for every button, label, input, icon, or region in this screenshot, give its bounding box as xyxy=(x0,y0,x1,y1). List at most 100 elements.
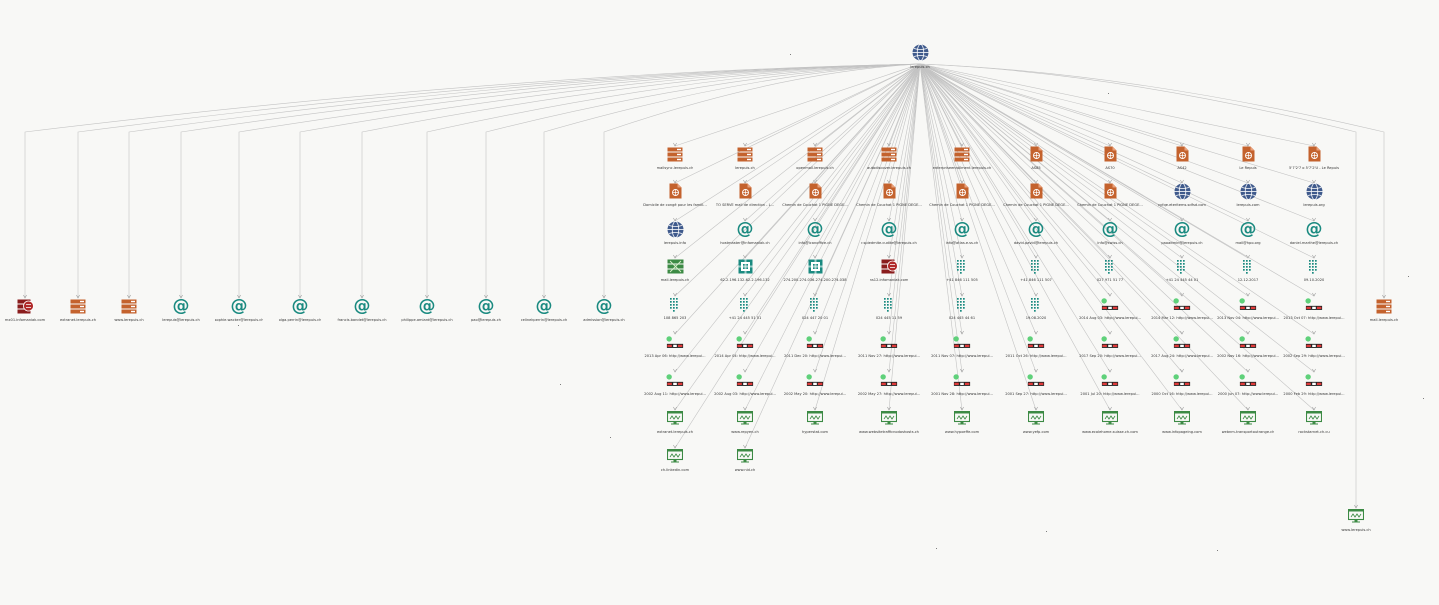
graph-node[interactable]: 2013 Apr 06: http://www.lerepui... xyxy=(641,333,709,358)
graph-node[interactable]: 12.12.2017 xyxy=(1214,257,1282,282)
graph-node[interactable]: @info@swiss.ch xyxy=(1076,220,1144,245)
graph-node[interactable]: @info@atlas.e.ss.ch xyxy=(928,220,996,245)
graph-node[interactable]: mx01.infomaniak.com xyxy=(0,297,59,322)
graph-node[interactable]: 2001 Jul 20: http://www.lerepui... xyxy=(1076,371,1144,396)
graph-node[interactable]: cyfqe.eteritems.sdfsd.com xyxy=(1148,182,1216,207)
graph-node[interactable]: +41 24 445 44 01 xyxy=(1148,257,1216,282)
graph-node[interactable]: 2000 Jun 07: http://www.lerepui... xyxy=(1214,371,1282,396)
graph-node[interactable]: 2000 Oct 16: http://www.lerepui... xyxy=(1148,371,1216,396)
graph-node[interactable]: mail.lerepuis.ch xyxy=(641,257,709,282)
graph-node[interactable]: 2011 Dec 20: http://www.lerepui... xyxy=(781,333,849,358)
graph-node[interactable]: 2014 Aug 03: http://www.lerepui... xyxy=(1076,295,1144,320)
graph-node[interactable]: @paoadmin@lerepuis.ch xyxy=(1148,220,1216,245)
graph-node[interactable]: 108 865 203 xyxy=(641,295,709,320)
archive-icon xyxy=(1101,295,1119,313)
graph-node[interactable]: openmail.lerepuis.ch xyxy=(781,145,849,170)
graph-node[interactable]: www.lerepuis.ch xyxy=(95,297,163,322)
graph-node[interactable]: 2002 Nov 16: http://www.lerepui... xyxy=(1214,333,1282,358)
graph-node[interactable]: @admission@lerepuis.ch xyxy=(570,297,638,322)
graph-node[interactable]: Domicile de congé pour les famill... xyxy=(641,182,709,207)
graph-node[interactable]: www.infopageing.com xyxy=(1148,409,1216,434)
graph-node[interactable]: 09.10.2020 xyxy=(1280,257,1348,282)
graph-node[interactable]: lerepuis.com xyxy=(1214,182,1282,207)
graph-node[interactable]: lerepuis.ch xyxy=(711,145,779,170)
graph-node[interactable]: 2011 Nov 07: http://www.lerepui... xyxy=(928,333,996,358)
graph-node[interactable]: @celinekperrin@lerepuis.ch xyxy=(510,297,578,322)
graph-node[interactable]: @hostmaster@infomaniak.ch xyxy=(711,220,779,245)
graph-node[interactable]: Chemin de Couchat 1 PIGNE DEGE... xyxy=(781,182,849,207)
graph-node[interactable]: www.ecolehome.suisse.ch.com xyxy=(1076,409,1144,434)
graph-node[interactable]: @david.pavid@lerepuis.ch xyxy=(1002,220,1070,245)
graph-node[interactable]: extranet.lerepuis.ch xyxy=(44,297,112,322)
graph-node[interactable]: @daniel.marthe@lerepuis.ch xyxy=(1280,220,1348,245)
graph-node[interactable]: ch.linkedin.com xyxy=(641,447,709,472)
graph-node[interactable]: rockstarnet.ch.cu xyxy=(1280,409,1348,434)
graph-node[interactable]: www.yefp.com xyxy=(1002,409,1070,434)
graph-node[interactable]: +41 846 111 505 xyxy=(928,257,996,282)
graph-node[interactable]: extranet.lerepuis.ch xyxy=(641,409,709,434)
graph-node[interactable]: 2013 Oct 07: http://www.lerepui... xyxy=(1280,295,1348,320)
graph-node[interactable]: 2013 Nov 04: http://www.lerepui... xyxy=(1214,295,1282,320)
root-node[interactable]: lerepuis.ch xyxy=(886,42,954,69)
graph-node[interactable]: lerepuis.info xyxy=(641,220,709,245)
graph-node[interactable]: @olga.perrin@lerepuis.ch xyxy=(266,297,334,322)
graph-node[interactable]: 2014 Mar 12: http://www.lerepui... xyxy=(1148,295,1216,320)
graph-node[interactable]: @pao@lerepuis.ch xyxy=(452,297,520,322)
graph-node[interactable]: @philippe.amiard@lerepuis.ch xyxy=(393,297,461,322)
graph-node[interactable]: 5'7'2'7 o 5'7'2'U - Le Repuis xyxy=(1280,145,1348,170)
graph-node[interactable]: www.nid.ch xyxy=(711,447,779,472)
graph-node[interactable]: 027 971 51 77 xyxy=(1076,257,1144,282)
graph-node[interactable]: 2011 Nov 27: http://www.lerepui... xyxy=(855,333,923,358)
graph-node[interactable]: Chemin de Couchat 1 PIGNE DEGE... xyxy=(1076,182,1144,207)
graph-node[interactable]: 024 447 20 01 xyxy=(781,295,849,320)
graph-node[interactable]: +41 24 445 51 51 xyxy=(711,295,779,320)
graph-node[interactable]: www.websitetrafficnodoshosts.ch xyxy=(855,409,923,434)
graph-node[interactable]: mail.lerepuis.ch xyxy=(1350,297,1418,322)
graph-node[interactable]: webnm-transportoutrange.ch xyxy=(1214,409,1282,434)
graph-node[interactable]: 2001 Nov 28: http://www.lerepui... xyxy=(928,371,996,396)
graph-node[interactable]: 62.2.196.132-62.2.196.132 xyxy=(711,257,779,282)
graph-node[interactable]: 024 445 44 61 xyxy=(928,295,996,320)
graph-node[interactable]: Chemin de Couchat 1 PIGNE DEGE... xyxy=(1002,182,1070,207)
graph-node[interactable]: mailsync.lerepuis.ch xyxy=(641,145,709,170)
graph-node[interactable]: 2011 Oct 26: http://www.lerepui... xyxy=(1002,333,1070,358)
edge-line xyxy=(744,63,921,147)
graph-node[interactable]: @r.spiedmite.cudite@lerepuis.ch xyxy=(855,220,923,245)
graph-node[interactable]: 2001 Sep 27: http://www.lerepui... xyxy=(1002,371,1070,396)
graph-node[interactable]: AS42 xyxy=(1148,145,1216,170)
graph-node[interactable]: 19.08.2020 xyxy=(1002,295,1070,320)
graph-node[interactable]: enterpriseenrollment.lerepuis.ch xyxy=(928,145,996,170)
graph-node[interactable]: 2002 Aug 11: http://www.lerepui... xyxy=(641,371,709,396)
graph-node[interactable]: Chemin de Couchat 1 PIGNE DEGE... xyxy=(855,182,923,207)
node-label: mail@hpo.org xyxy=(1235,241,1261,245)
graph-node[interactable]: hyperstat.com xyxy=(781,409,849,434)
graph-node[interactable]: 2002 Aug 03: http://www.lerepui... xyxy=(711,371,779,396)
graph-node[interactable]: www.hypoeffe.com xyxy=(928,409,996,434)
graph-node[interactable]: lerepuis.org xyxy=(1280,182,1348,207)
graph-node[interactable]: @info@icanoffice.ch xyxy=(781,220,849,245)
graph-node[interactable]: www.repyen.ch xyxy=(711,409,779,434)
graph-node[interactable]: @lerepuis@lerepuis.ch xyxy=(147,297,215,322)
graph-node[interactable]: AS85 xyxy=(1002,145,1070,170)
graph-node[interactable]: 274.200.274.036-274.200.274.038 xyxy=(781,257,849,282)
graph-node[interactable]: TO SERVE mail de direction - L... xyxy=(711,182,779,207)
graph-node[interactable]: 2000 Feb 29: http://www.lerepui... xyxy=(1280,371,1348,396)
graph-node[interactable]: 2002 May 20: http://www.lerepui... xyxy=(781,371,849,396)
graph-node[interactable]: 2002 Sep 29: http://www.lerepui... xyxy=(1280,333,1348,358)
graph-node[interactable]: autodiscover.lerepuis.ch xyxy=(855,145,923,170)
graph-node[interactable]: @sophie.wacker@lerepuis.ch xyxy=(205,297,273,322)
graph-node[interactable]: 2014 Apr 04: http://www.lerepui... xyxy=(711,333,779,358)
graph-node[interactable]: @francis.bandet@lerepuis.ch xyxy=(328,297,396,322)
graph-node[interactable]: +41 846 111 507 xyxy=(1002,257,1070,282)
graph-node[interactable]: 2017 Aug 24: http://www.lerepui... xyxy=(1148,333,1216,358)
graph-node[interactable]: www.lerepuis.ch xyxy=(1322,507,1390,532)
graph-node[interactable]: 024 445 11 59 xyxy=(855,295,923,320)
graph-node[interactable]: 2002 May 27: http://www.lerepui... xyxy=(855,371,923,396)
graph-node[interactable]: AS70 xyxy=(1076,145,1144,170)
graph-node[interactable]: Le Repuis xyxy=(1214,145,1282,170)
graph-node[interactable]: Chemin de Couchat 1 PIGNE DEGE... xyxy=(928,182,996,207)
graph-node[interactable]: 2017 Sep 20: http://www.lerepui... xyxy=(1076,333,1144,358)
graph-node[interactable]: @mail@hpo.org xyxy=(1214,220,1282,245)
graph-node[interactable]: ns12.infomaniak.com xyxy=(855,257,923,282)
